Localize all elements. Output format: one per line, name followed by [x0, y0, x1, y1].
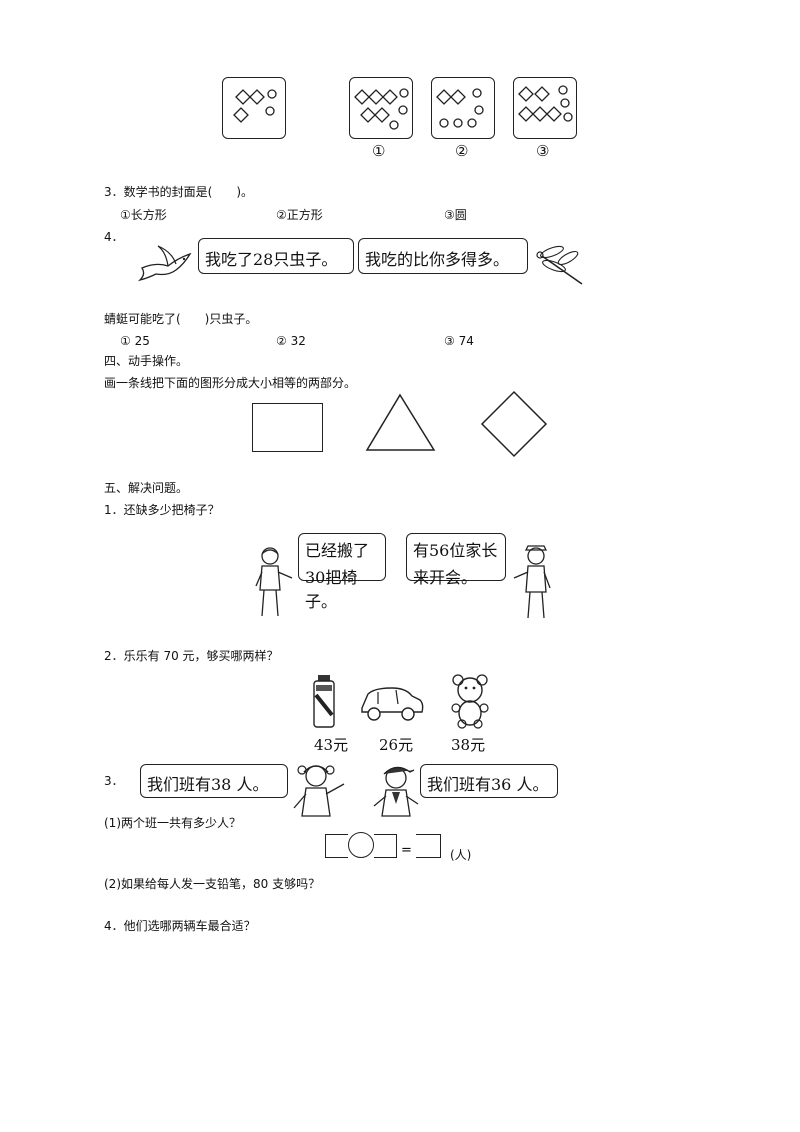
- q3-option-1[interactable]: ①长方形: [120, 208, 167, 222]
- answer-box-1[interactable]: [325, 834, 348, 858]
- boy-speech-line-2: 30把椅子。: [305, 568, 358, 611]
- p2-question: 2．乐乐有 70 元，够买哪两样？: [104, 649, 279, 663]
- unit-label: (人): [450, 848, 472, 862]
- q4-option-2[interactable]: ② 32: [276, 334, 306, 348]
- q3-option-2[interactable]: ②正方形: [276, 208, 323, 222]
- q4-number: 4．: [104, 230, 124, 244]
- q3-option-3[interactable]: ③圆: [444, 208, 467, 222]
- p3-sub-question-1: (1)两个班一共有多少人？: [104, 816, 241, 830]
- diamond-shape[interactable]: [480, 390, 548, 458]
- option-3-shapes: [518, 85, 573, 122]
- bear-price: 38元: [451, 736, 486, 754]
- boy-speech-bubble: 已经搬了 30把椅子。: [298, 533, 386, 611]
- man-speech-line-2: 来开会。: [413, 568, 478, 587]
- girl-speech-text: 我们班有38 人。: [147, 775, 269, 794]
- boy-icon: [255, 547, 293, 617]
- option-box-2[interactable]: [431, 77, 495, 139]
- boy-student-speech-text: 我们班有36 人。: [427, 775, 549, 794]
- p4-question: 4．他们选哪两辆车最合适？: [104, 919, 256, 933]
- p1-question: 1．还缺多少把椅子？: [104, 503, 220, 517]
- operator-circle[interactable]: [348, 832, 374, 858]
- girl-icon: [293, 765, 345, 817]
- p3-sub-question-2: (2)如果给每人发一支铅笔，80 支够吗？: [104, 877, 321, 891]
- option-label-2: ②: [455, 142, 469, 160]
- thermos-price: 43元: [314, 736, 349, 754]
- boy-speech-line-1: 已经搬了: [305, 541, 370, 560]
- reference-shape-box: [222, 77, 286, 139]
- answer-box-result[interactable]: [416, 834, 441, 858]
- section-4-instruction: 画一条线把下面的图形分成大小相等的两部分。: [104, 376, 357, 390]
- dragonfly-speech-bubble: 我吃的比你多得多。: [358, 238, 528, 274]
- section-5-title: 五、解决问题。: [104, 481, 189, 495]
- option-label-1: ①: [372, 142, 386, 160]
- option-1-shapes: [354, 88, 409, 130]
- dragonfly-speech-text: 我吃的比你多得多。: [365, 250, 510, 269]
- car-price: 26元: [379, 736, 414, 754]
- man-speech-bubble: 有56位家长 来开会。: [406, 533, 506, 587]
- man-speech-line-1: 有56位家长: [413, 541, 498, 560]
- option-label-3: ③: [536, 142, 550, 160]
- teddy-bear-icon: [451, 674, 489, 729]
- q4-option-1[interactable]: ① 25: [120, 334, 150, 348]
- rectangle-shape[interactable]: [252, 403, 323, 452]
- dragonfly-icon: [536, 245, 583, 285]
- girl-speech-bubble: 我们班有38 人。: [140, 764, 288, 798]
- option-2-shapes: [436, 88, 484, 128]
- bird-speech-bubble: 我吃了28只虫子。: [198, 238, 354, 274]
- q4-question: 蜻蜓可能吃了( )只虫子。: [104, 312, 258, 326]
- boy-student-icon: [373, 766, 419, 817]
- bird-speech-text: 我吃了28只虫子。: [205, 250, 338, 269]
- boy-student-speech-bubble: 我们班有36 人。: [420, 764, 558, 798]
- equals-sign: =: [401, 843, 412, 858]
- answer-box-2[interactable]: [374, 834, 397, 858]
- q4-option-3[interactable]: ③ 74: [444, 334, 474, 348]
- toy-car-icon: [361, 687, 424, 721]
- reference-shapes: [233, 89, 277, 123]
- q3-question: 3．数学书的封面是( )。: [104, 185, 253, 199]
- p3-number: 3．: [104, 774, 124, 788]
- option-box-1[interactable]: [349, 77, 413, 139]
- man-icon: [513, 545, 551, 619]
- section-4-title: 四、动手操作。: [104, 354, 189, 368]
- triangle-shape[interactable]: [365, 393, 436, 453]
- bird-icon: [137, 245, 192, 282]
- thermos-icon: [313, 675, 335, 728]
